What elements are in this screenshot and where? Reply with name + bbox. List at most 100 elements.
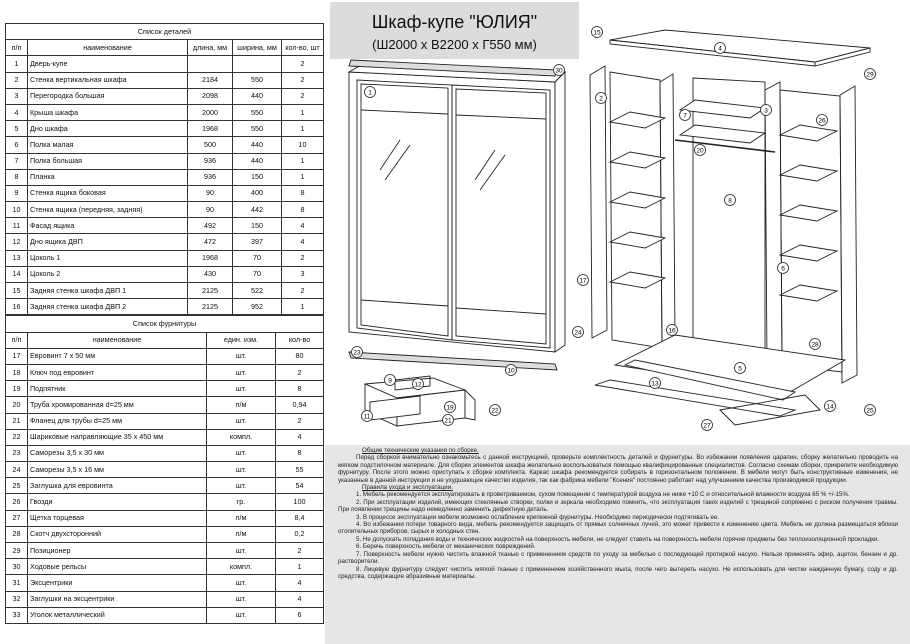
wardrobe-front-view [347, 59, 567, 371]
table-cell: 0,94 [274, 396, 325, 414]
callout-23: 23 [351, 346, 363, 358]
table-cell: 4 [5, 103, 28, 122]
parts-header: ширина, мм [232, 39, 282, 57]
svg-text:4: 4 [718, 45, 722, 52]
callout-2: 2 [595, 92, 607, 104]
table-cell: шт. [206, 380, 276, 398]
table-cell: 70 [232, 265, 282, 284]
table-cell: Эксцентрики [27, 574, 207, 592]
svg-text:15: 15 [593, 29, 601, 36]
table-cell: Ключ под евровинт [27, 363, 207, 382]
hardware-header: п/п [5, 331, 28, 349]
table-cell: шт. [206, 347, 276, 365]
svg-text:9: 9 [388, 377, 392, 384]
rules-heading: Правила ухода и эксплуатации. [362, 484, 453, 492]
table-cell: 30 [5, 558, 28, 576]
table-cell: шт. [206, 590, 276, 608]
table-cell: 1 [281, 168, 324, 186]
table-cell: 5 [5, 120, 28, 138]
table-cell: 2184 [187, 71, 233, 89]
callout-17: 17 [577, 274, 589, 286]
table-cell: 15 [5, 281, 28, 300]
callout-5: 5 [734, 362, 746, 374]
table-cell: 492 [187, 217, 233, 235]
table-cell: Ходовые рельсы [27, 558, 207, 576]
table-cell: Перегородка большая [27, 87, 188, 105]
table-cell: Гвозди [27, 493, 207, 511]
table-cell: 8 [274, 444, 325, 463]
hardware-table: Список фурнитуры п/п наименование един. … [4, 315, 325, 624]
callout-12: 12 [412, 378, 424, 390]
table-cell: 23 [5, 444, 28, 463]
table-cell: Подпятник [27, 380, 207, 398]
callout-14: 14 [824, 400, 836, 412]
table-cell: 10 [5, 201, 28, 219]
table-cell: Крыша шкафа [27, 103, 188, 122]
table-cell: шт. [206, 606, 276, 624]
table-cell: 25 [5, 477, 28, 495]
callout-22: 22 [489, 404, 501, 416]
exploded-carcass [589, 29, 871, 426]
table-cell: 2000 [187, 103, 233, 122]
table-cell: 397 [232, 233, 282, 251]
table-cell: Стенка вертикальная шкафа [27, 71, 188, 89]
svg-text:14: 14 [826, 403, 834, 410]
callout-1: 1 [364, 86, 376, 98]
callout-16: 16 [666, 324, 678, 336]
svg-text:8: 8 [728, 197, 732, 204]
svg-text:30: 30 [555, 67, 563, 74]
table-cell: 33 [5, 606, 28, 624]
table-cell: 28 [5, 525, 28, 544]
table-cell: 3 [5, 87, 28, 105]
table-cell: 936 [187, 168, 233, 186]
svg-text:1: 1 [368, 89, 372, 96]
table-cell: 3 [281, 265, 324, 284]
table-cell: 440 [232, 136, 282, 154]
svg-text:13: 13 [651, 380, 659, 387]
table-cell: 9 [5, 184, 28, 203]
table-cell: 80 [274, 347, 325, 365]
table-cell: 90 [187, 184, 233, 203]
table-cell: 8 [274, 380, 325, 398]
table-cell: Саморезы 3,5 х 16 мм [27, 461, 207, 479]
callout-8: 8 [724, 194, 736, 206]
callout-26: 26 [816, 114, 828, 126]
callout-20: 20 [694, 144, 706, 156]
svg-text:29: 29 [866, 71, 874, 78]
callout-25: 25 [864, 404, 876, 416]
callout-28: 28 [809, 338, 821, 350]
notes-panel: Общие технические указания по сборке. Пе… [325, 445, 910, 644]
table-cell: 11 [5, 217, 28, 235]
rule-item: 5. Не допускать попадания воды и техниче… [356, 535, 880, 543]
rule-item: 1. Мебель рекомендуется эксплуатировать … [356, 491, 850, 499]
hardware-header: един. изм. [206, 331, 276, 349]
table-cell: 8,4 [274, 509, 325, 527]
table-cell: 8 [281, 184, 324, 203]
table-cell: 90 [187, 201, 233, 219]
table-cell: 1968 [187, 120, 233, 138]
table-cell: 2 [274, 541, 325, 560]
table-cell: 27 [5, 509, 28, 527]
svg-text:28: 28 [811, 341, 819, 348]
table-cell: 16 [5, 298, 28, 316]
callout-13: 13 [649, 377, 661, 389]
table-cell: 1 [274, 558, 325, 576]
svg-text:24: 24 [574, 329, 582, 336]
table-cell: 430 [187, 265, 233, 284]
table-cell: Позиционер [27, 541, 207, 560]
table-cell: 24 [5, 461, 28, 479]
rule-item: 8. Лицевую фурнитуру следует чистить мяг… [338, 565, 898, 580]
table-cell: 2098 [187, 87, 233, 105]
table-cell: 29 [5, 541, 28, 560]
